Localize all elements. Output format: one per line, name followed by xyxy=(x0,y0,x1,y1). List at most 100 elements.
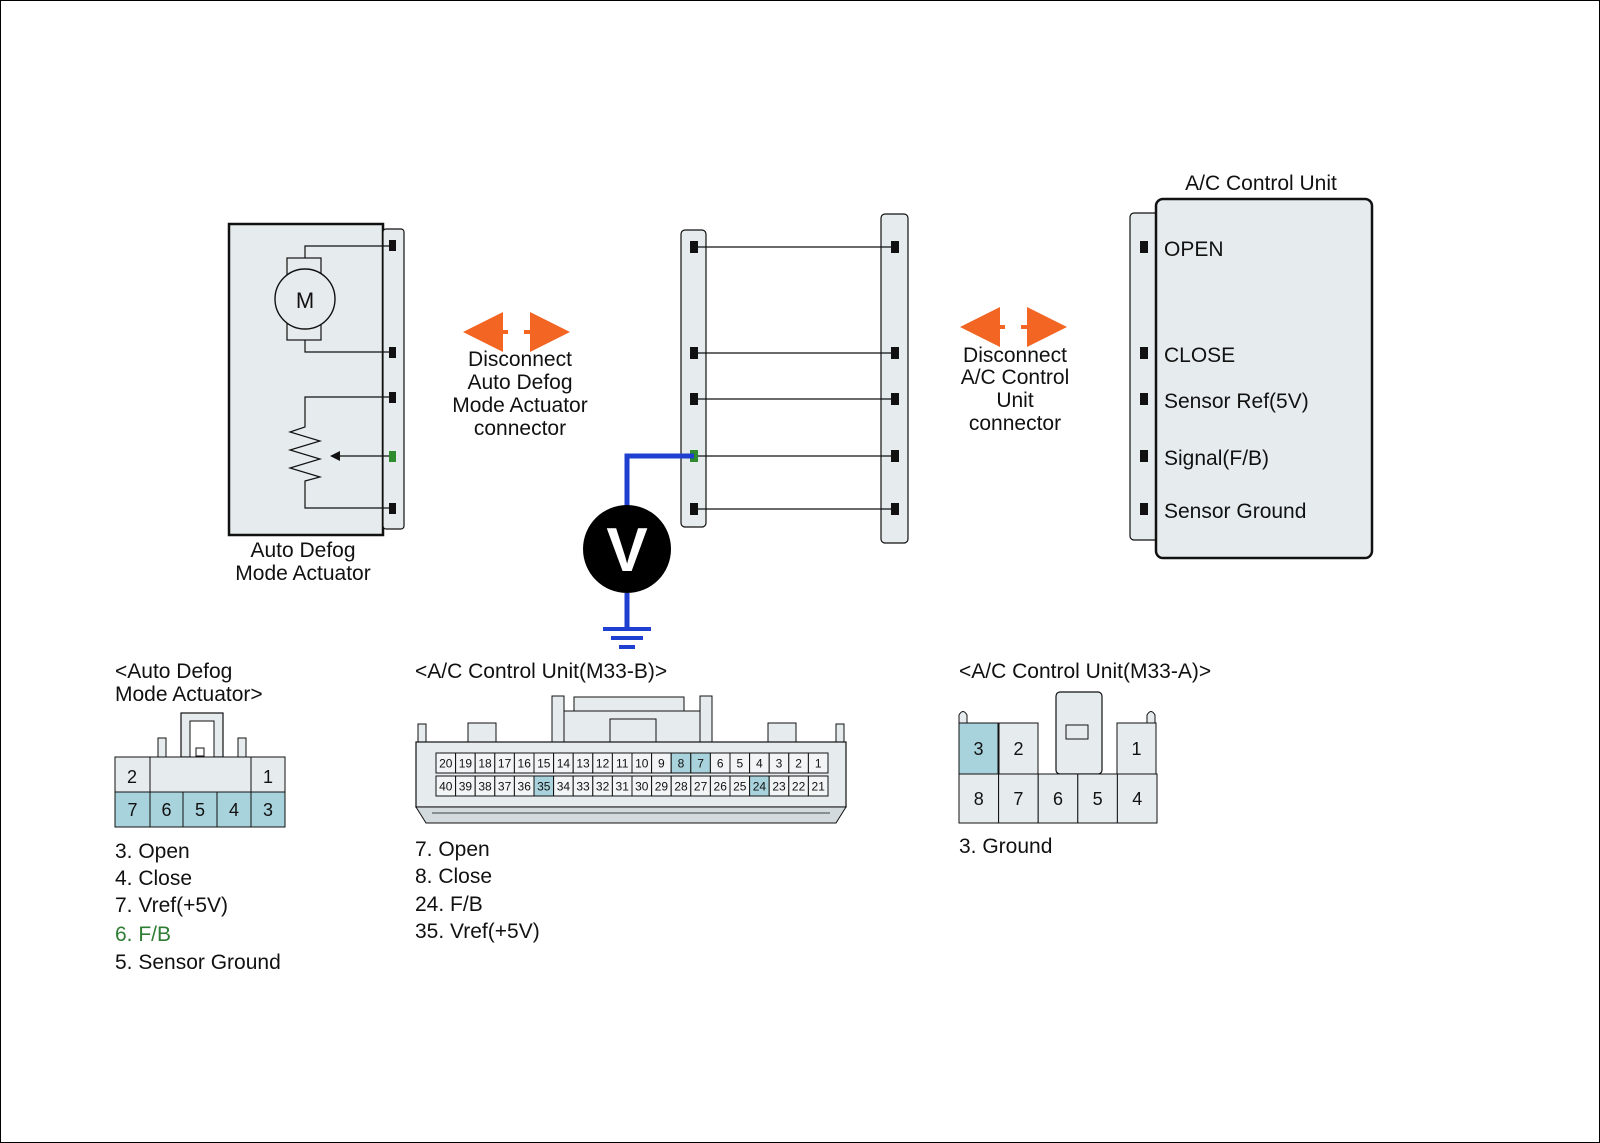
harness-connector-left xyxy=(680,229,707,528)
m33b-pin: 38 xyxy=(478,779,492,793)
m33b-legend-item: 7. Open xyxy=(415,838,490,861)
m33b-pin: 33 xyxy=(576,779,590,793)
pin-label-open: OPEN xyxy=(1164,238,1224,261)
connector-actuator-title: <Auto Defog xyxy=(115,660,232,683)
m33a-pin-cell xyxy=(1116,773,1158,824)
pin-label-sensor-ref: Sensor Ref(5V) xyxy=(1164,390,1309,413)
actuator-legend-item: 7. Vref(+5V) xyxy=(115,894,228,917)
pin-label-sensor-ground: Sensor Ground xyxy=(1164,500,1306,523)
m33b-pin: 22 xyxy=(792,779,806,793)
m33b-pin: 35 xyxy=(537,779,551,793)
m33a-pin-cell xyxy=(1077,773,1118,824)
actuator-connector-pin: 7 xyxy=(127,800,137,820)
m33b-pin: 23 xyxy=(772,779,786,793)
actuator-connector-pin-cell xyxy=(182,791,218,828)
disconnect-right: Disconnect A/C Control Unit connector xyxy=(960,307,1070,435)
m33b-pin: 37 xyxy=(498,779,512,793)
m33a-pin: 7 xyxy=(1013,789,1023,809)
connector-actuator-title-line2: Mode Actuator> xyxy=(115,683,263,706)
actuator-pin xyxy=(389,392,396,403)
actuator-label: Auto Defog xyxy=(250,539,355,562)
m33b-pin: 8 xyxy=(678,756,685,770)
m33b-pin: 25 xyxy=(733,779,747,793)
pin-label-close: CLOSE xyxy=(1164,344,1235,367)
ground-icon xyxy=(603,627,651,649)
m33b-pin: 1 xyxy=(815,756,822,770)
m33a-pin: 6 xyxy=(1053,789,1063,809)
actuator-connector-pin: 5 xyxy=(195,800,205,820)
m33a-pin: 3 xyxy=(973,739,983,759)
m33a-pin: 1 xyxy=(1131,739,1141,759)
potentiometer-icon xyxy=(287,396,389,509)
m33b-pin: 34 xyxy=(557,779,571,793)
actuator-connector-pin: 1 xyxy=(263,767,273,787)
m33b-pin: 15 xyxy=(537,756,551,770)
m33b-pin: 7 xyxy=(697,756,704,770)
actuator-legend-item: 3. Open xyxy=(115,840,190,863)
voltmeter-symbol: V xyxy=(606,516,647,585)
disconnect-left-line2: Auto Defog xyxy=(467,371,572,394)
m33b-pin: 4 xyxy=(756,756,763,770)
m33b-pin: 12 xyxy=(596,756,610,770)
actuator-pin xyxy=(389,347,396,358)
m33a-legend-item: 3. Ground xyxy=(959,835,1052,858)
voltmeter: V xyxy=(583,453,694,649)
disconnect-left-line1: Disconnect xyxy=(468,348,572,371)
m33b-pin: 3 xyxy=(776,756,783,770)
m33b-pin: 40 xyxy=(439,779,453,793)
m33a-pin-cell xyxy=(998,722,1039,775)
control-unit: A/C Control Unit OPEN CLOSE Sensor Ref(5… xyxy=(1129,172,1374,560)
motor-icon: M xyxy=(274,245,389,353)
m33b-pin-cell xyxy=(807,775,829,797)
m33b-pin: 6 xyxy=(717,756,724,770)
m33a-pin: 2 xyxy=(1013,739,1023,759)
harness-connector-right xyxy=(880,213,909,544)
m33b-pin: 10 xyxy=(635,756,649,770)
m33b-legend-item: 35. Vref(+5V) xyxy=(415,920,540,943)
actuator-pin xyxy=(389,503,396,514)
m33b-pin: 28 xyxy=(674,779,688,793)
m33a-pin-cell xyxy=(1116,722,1157,775)
disconnect-left-line4: connector xyxy=(474,417,566,440)
m33b-pin: 21 xyxy=(812,779,826,793)
m33b-pin: 39 xyxy=(459,779,473,793)
m33a-pin-cell xyxy=(998,773,1039,824)
m33b-pin: 18 xyxy=(478,756,492,770)
probe-wire xyxy=(624,453,694,516)
actuator-legend-item: 5. Sensor Ground xyxy=(115,951,281,974)
actuator-legend-item-fb: 6. F/B xyxy=(115,923,171,946)
actuator-connector-pin: 3 xyxy=(263,800,273,820)
actuator-connector-pin: 4 xyxy=(229,800,239,820)
m33a-pin: 8 xyxy=(974,789,984,809)
m33b-pin: 29 xyxy=(655,779,669,793)
connector-m33a-title: <A/C Control Unit(M33-A)> xyxy=(959,660,1211,683)
m33a-pin: 4 xyxy=(1132,789,1142,809)
m33b-pin: 30 xyxy=(635,779,649,793)
m33b-pin: 20 xyxy=(439,756,453,770)
m33b-pin: 14 xyxy=(557,756,571,770)
disconnect-left: Disconnect Auto Defog Mode Actuator conn… xyxy=(452,312,588,440)
voltmeter-icon xyxy=(583,505,671,593)
actuator-connector-strip xyxy=(382,228,405,530)
m33b-pin: 13 xyxy=(576,756,590,770)
actuator-pin-fb xyxy=(389,451,396,462)
actuator-connector-pin: 2 xyxy=(127,767,137,787)
m33a-pin-cell xyxy=(958,722,999,775)
m33b-pin-cell xyxy=(807,752,829,774)
m33b-legend-item: 24. F/B xyxy=(415,893,483,916)
m33b-pin: 27 xyxy=(694,779,708,793)
m33b-pin: 24 xyxy=(753,779,767,793)
harness xyxy=(680,213,909,544)
m33a-pin-cell xyxy=(1037,773,1079,824)
m33b-pin: 26 xyxy=(714,779,728,793)
actuator-connector-pin-cell xyxy=(250,791,286,828)
motor-symbol: M xyxy=(296,288,314,313)
m33b-pin: 31 xyxy=(616,779,630,793)
disconnect-right-line2: A/C Control xyxy=(961,366,1070,389)
m33b-pin: 5 xyxy=(736,756,743,770)
